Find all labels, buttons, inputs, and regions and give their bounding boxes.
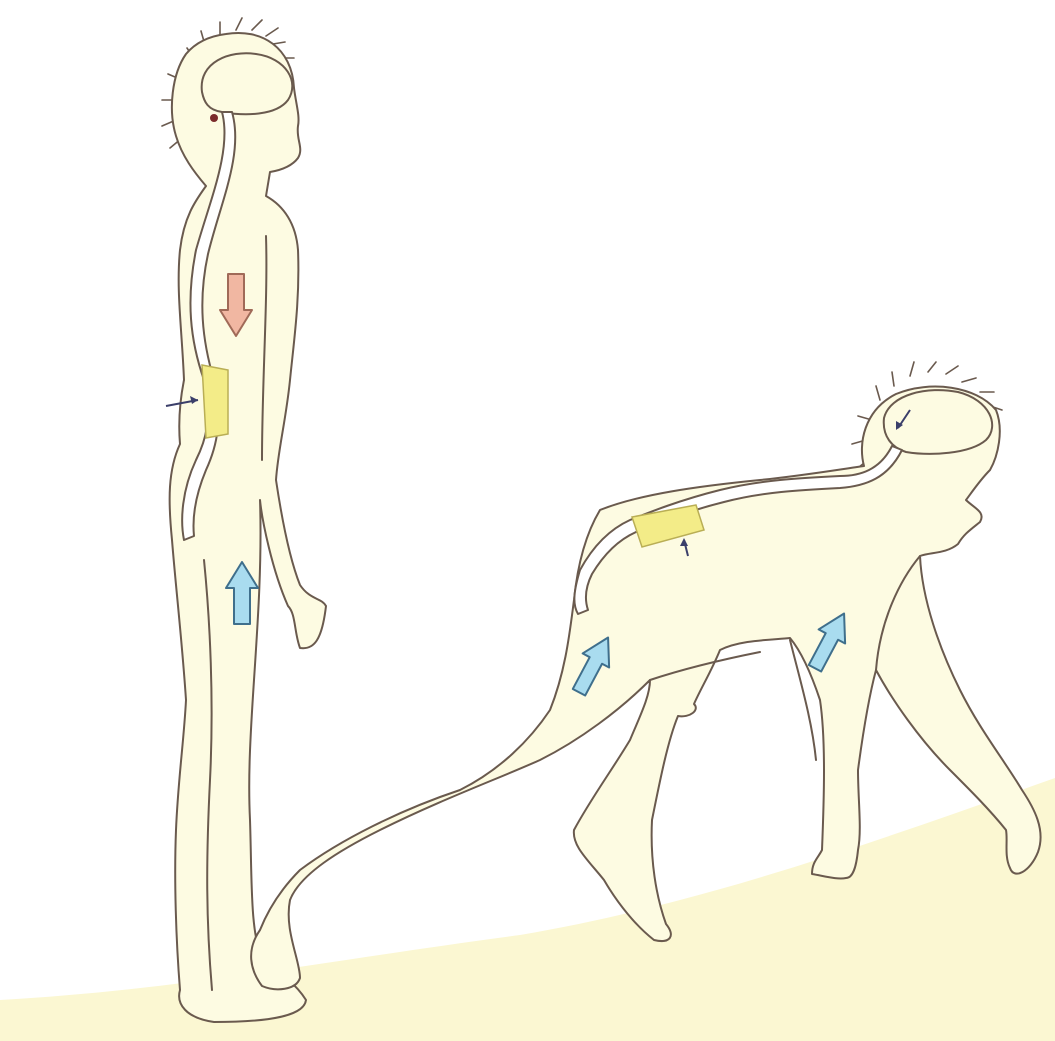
ground-slope — [0, 778, 1055, 1041]
standing-disc — [202, 365, 228, 438]
standing-brain-marker — [210, 114, 218, 122]
